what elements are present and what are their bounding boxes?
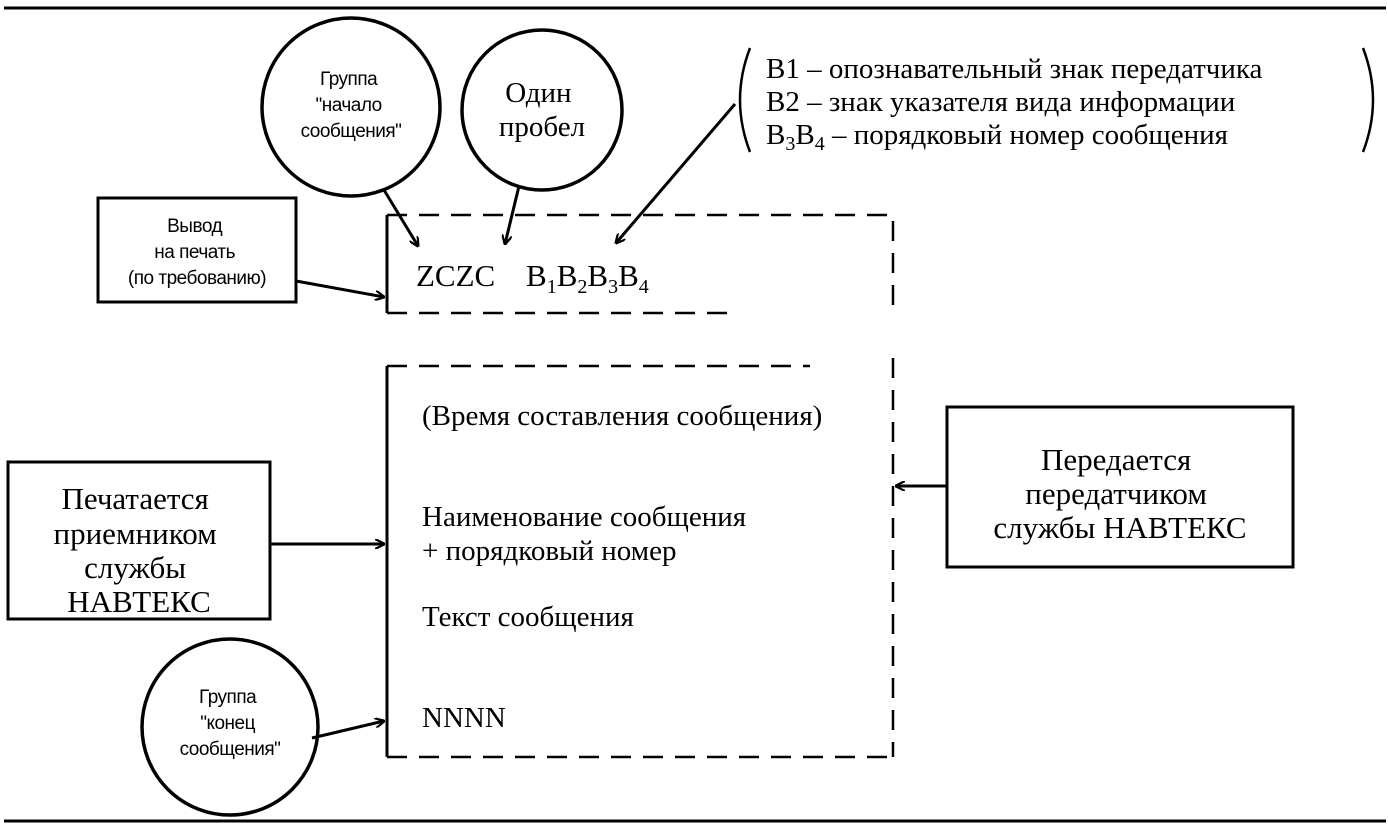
- transmitter-box: Передается передатчиком службы НАВТЕКС: [945, 405, 1295, 569]
- group-end-circle: Группа "конец сообщения": [140, 637, 320, 817]
- header-b-sequence: B1B2B3B4: [526, 258, 649, 298]
- legend-left-paren: [738, 47, 752, 153]
- group-end-line2: "конец: [200, 713, 255, 734]
- legend: B1 – опознавательный знак передатчика B2…: [738, 47, 1375, 155]
- group-start-circle: Группа "начало сообщения": [260, 16, 442, 198]
- receiver-line1: Печатается: [61, 481, 208, 516]
- header-zczc: ZCZC: [416, 258, 495, 293]
- group-start-line3: сообщения": [301, 121, 402, 142]
- svg-text:Передается передатчиком: Передается передатчиком службы НАВТЕКС: [993, 442, 1246, 545]
- receiver-line2: приемником: [54, 516, 217, 551]
- receiver-line4: НАВТЕКС: [67, 584, 211, 619]
- message-name-line2: + порядковый номер: [422, 535, 676, 567]
- receiver-box: Печатается приемником службы НАВТЕКС: [6, 460, 272, 621]
- arrow-group-end-to-nnnn: [311, 721, 384, 740]
- legend-b1: B1 – опознавательный знак передатчика: [766, 53, 1263, 85]
- legend-right-paren: [1361, 47, 1375, 153]
- svg-text:Группа "начало соо: Группа "начало сообщения": [301, 69, 402, 142]
- message-body-box: (Время составления сообщения) Наименован…: [385, 358, 895, 759]
- svg-text:Печатается приемником: Печатается приемником службы НАВТЕКС: [54, 481, 225, 619]
- print-output-box: Вывод на печать (по требованию): [96, 196, 298, 304]
- legend-b2: B2 – знак указателя вида информации: [766, 86, 1235, 118]
- svg-text:Вывод на печать (п: Вывод на печать (по требованию): [128, 216, 266, 289]
- arrow-group-start-to-zczc: [382, 189, 418, 246]
- group-end-line1: Группа: [199, 687, 257, 708]
- group-end-line3: сообщения": [180, 739, 281, 760]
- group-start-line2: "начало: [315, 95, 381, 116]
- arrow-legend-to-header: [616, 103, 737, 243]
- transmitter-line3: службы НАВТЕКС: [993, 510, 1246, 545]
- svg-text:Один пробел: Один пробел: [499, 77, 585, 143]
- message-end: NNNN: [422, 702, 506, 734]
- arrow-space-to-header: [505, 185, 521, 244]
- message-text: Текст сообщения: [422, 601, 634, 633]
- group-start-line1: Группа: [320, 69, 378, 90]
- arrow-print-to-header: [295, 279, 384, 297]
- message-name-line1: Наименование сообщения: [422, 501, 746, 533]
- one-space-circle: Один пробел: [460, 28, 624, 192]
- message-time: (Время составления сообщения): [422, 400, 822, 432]
- transmitter-line2: передатчиком: [1025, 476, 1207, 511]
- one-space-line2: пробел: [499, 111, 585, 143]
- transmitter-line1: Передается: [1041, 442, 1191, 477]
- svg-text:Группа "конец сооб: Группа "конец сообщения": [180, 687, 281, 760]
- print-output-line1: Вывод: [167, 216, 222, 237]
- print-output-line2: на печать: [154, 242, 235, 263]
- receiver-line3: службы: [84, 550, 186, 585]
- one-space-line1: Один: [505, 77, 571, 109]
- legend-b34: B3B4 – порядковый номер сообщения: [766, 119, 1228, 155]
- print-output-line3: (по требованию): [128, 268, 266, 289]
- header-dashed-box: ZCZC B1B2B3B4: [385, 213, 895, 315]
